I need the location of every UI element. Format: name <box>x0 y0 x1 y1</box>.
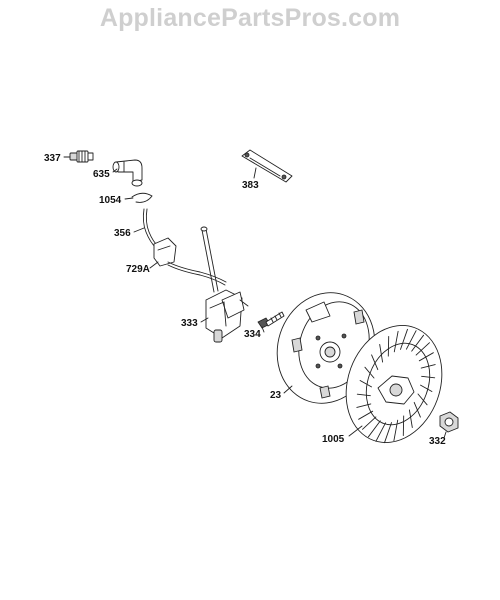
fan-blade <box>421 375 436 379</box>
part-337-fitting[interactable] <box>69 150 94 163</box>
part-333-armature[interactable] <box>205 289 249 343</box>
part-729a-terminal[interactable] <box>153 237 227 286</box>
fan-blade <box>356 403 372 408</box>
fan-blade <box>358 410 374 420</box>
callout-23: 23 <box>270 390 282 401</box>
callout-333: 333 <box>181 318 198 329</box>
part-334-bolt[interactable] <box>257 311 285 329</box>
part-1054-clip[interactable] <box>131 192 153 203</box>
callout-356: 356 <box>114 228 131 239</box>
callout-1005: 1005 <box>322 434 345 445</box>
fan-blade <box>384 422 392 444</box>
fan-blade <box>415 342 430 356</box>
fan-blade <box>420 364 436 369</box>
fan-blade <box>356 393 371 397</box>
fan-blade <box>367 420 381 438</box>
fan-blade <box>375 422 387 442</box>
callout-332: 332 <box>429 436 446 447</box>
part-635-elbow[interactable] <box>112 159 143 187</box>
callout-635: 635 <box>93 169 110 180</box>
callout-729a: 729A <box>126 264 150 275</box>
fan-blade <box>408 409 413 428</box>
leader-lines <box>63 156 447 439</box>
callout-337: 337 <box>44 153 61 164</box>
fan-blade <box>411 334 425 352</box>
fan-blade <box>379 344 384 363</box>
part-383-bracket[interactable] <box>241 149 293 183</box>
fan-blade <box>400 328 408 350</box>
watermark: AppliancePartsPros.com <box>99 4 401 32</box>
part-stop-wire[interactable] <box>200 226 219 293</box>
fan-blade <box>417 393 428 406</box>
fan-blade <box>420 384 433 392</box>
callout-1054: 1054 <box>99 195 122 206</box>
fan-blade <box>418 352 434 362</box>
fan-blade <box>413 401 421 418</box>
fan-blade <box>405 330 417 350</box>
fan-blade <box>362 416 377 430</box>
callout-383: 383 <box>242 180 259 191</box>
fan-blade <box>371 354 379 371</box>
fan-blade <box>393 419 399 442</box>
part-356-wire[interactable] <box>142 208 160 249</box>
fan-blade <box>364 366 375 379</box>
fan-blade <box>359 380 372 388</box>
part-1005-fan[interactable] <box>330 312 457 456</box>
callout-334: 334 <box>244 329 261 340</box>
part-332-nut[interactable] <box>439 411 459 433</box>
fan-blade <box>393 330 399 353</box>
